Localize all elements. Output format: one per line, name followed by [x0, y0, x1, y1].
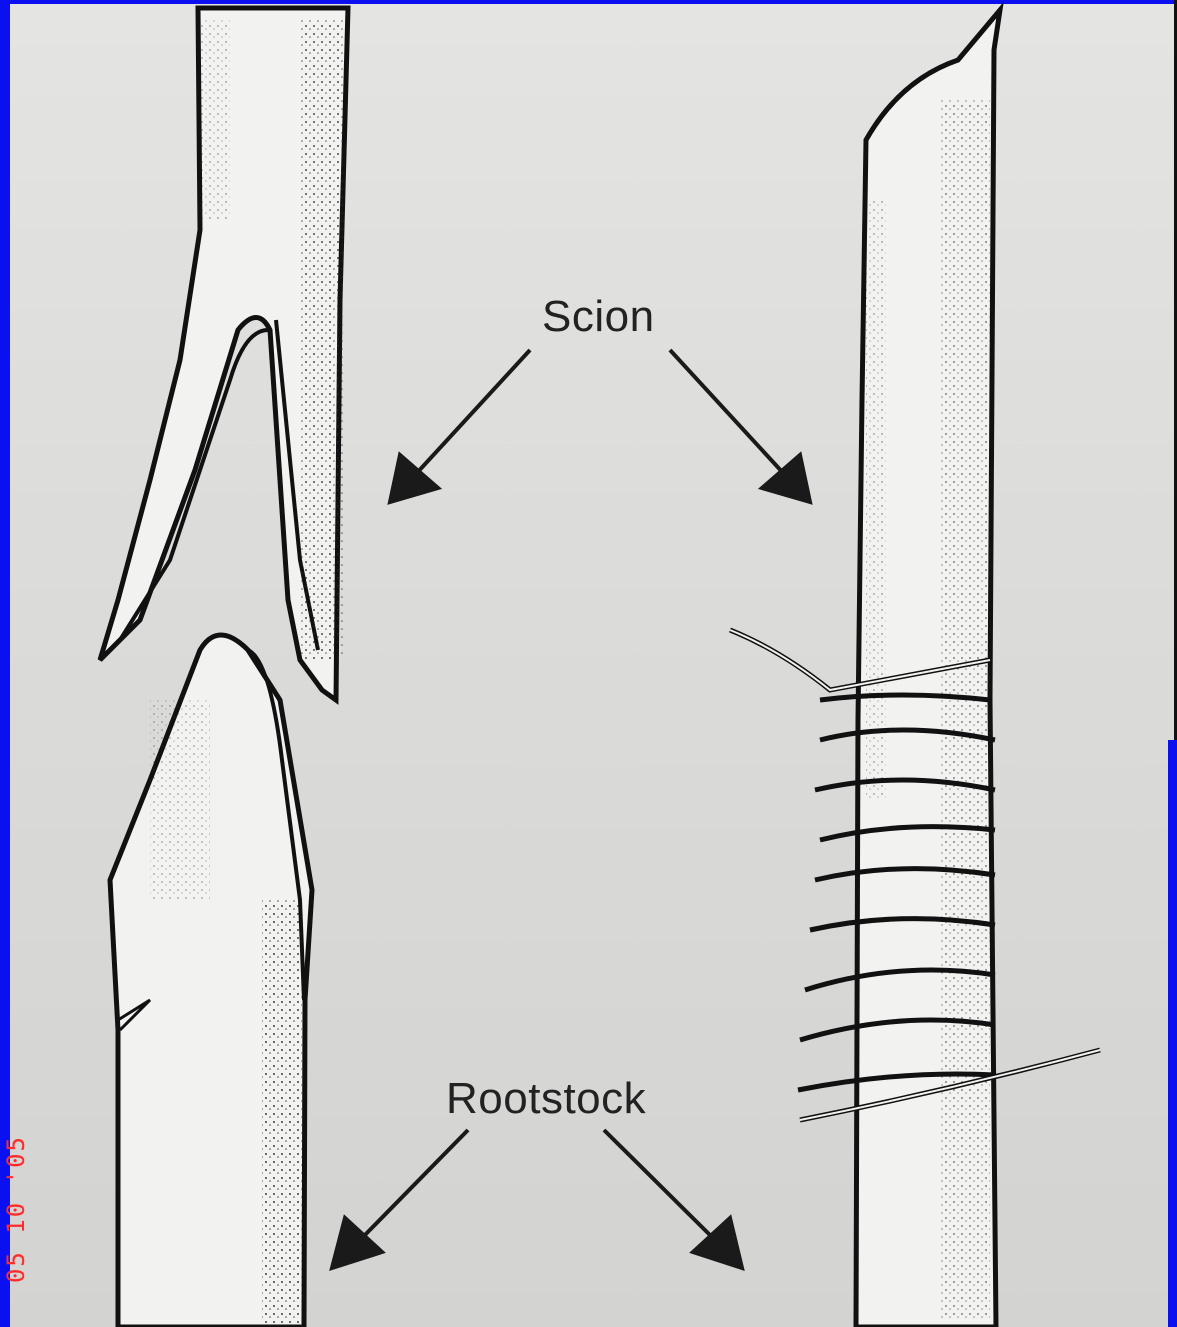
right-grafted-stem — [730, 10, 1100, 1327]
rootstock-label: Rootstock — [446, 1074, 646, 1124]
arrow-scion-left — [415, 350, 530, 475]
camera-timestamp: 05 10 '05 — [2, 1135, 28, 1283]
arrow-scion-right-head — [762, 455, 810, 502]
arrow-rootstock-right — [604, 1130, 715, 1240]
arrow-scion-right — [670, 350, 785, 475]
rootstock-arrows — [332, 1130, 742, 1268]
blue-frame-edge — [1168, 740, 1177, 1327]
arrow-scion-left-head — [390, 455, 438, 502]
arrow-rootstock-left — [360, 1130, 468, 1240]
left-scion — [100, 8, 348, 700]
scion-arrows — [390, 350, 810, 502]
left-rootstock — [110, 635, 312, 1327]
scion-label: Scion — [542, 292, 655, 342]
